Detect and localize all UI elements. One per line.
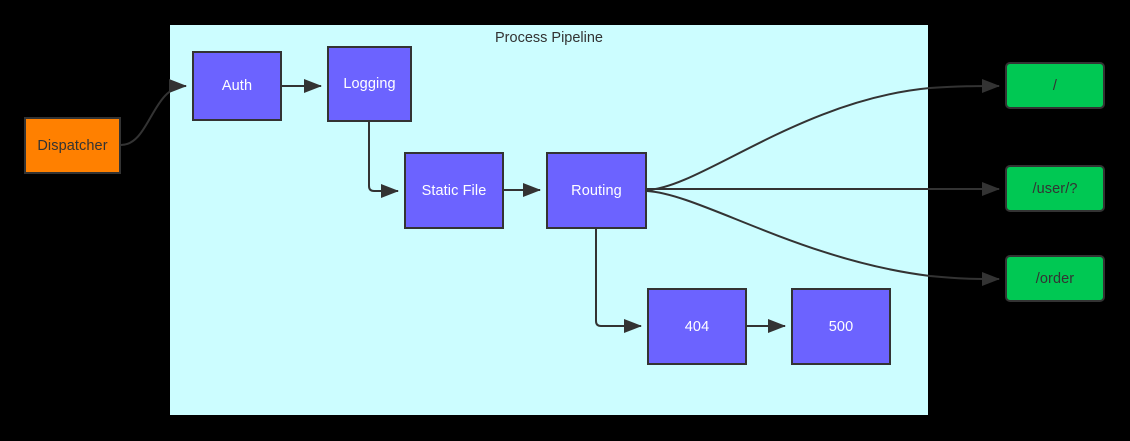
node-label: 404 xyxy=(684,318,710,335)
node-label: 500 xyxy=(828,318,854,335)
node-routing[interactable]: Routing xyxy=(546,152,647,229)
node-label: Auth xyxy=(221,78,253,94)
node-label: Routing xyxy=(571,182,622,199)
node-order[interactable]: /order xyxy=(1005,255,1105,302)
node-404[interactable]: 404 xyxy=(647,288,747,365)
node-user[interactable]: /user/? xyxy=(1005,165,1105,212)
node-dispatcher[interactable]: Dispatcher xyxy=(24,117,121,174)
node-static-file[interactable]: Static File xyxy=(404,152,504,229)
node-500[interactable]: 500 xyxy=(791,288,891,365)
node-label: Dispatcher xyxy=(37,137,108,154)
node-label: Static File xyxy=(421,182,487,199)
cluster-title: Process Pipeline xyxy=(495,30,603,46)
node-root[interactable]: / xyxy=(1005,62,1105,109)
node-label: /user/? xyxy=(1032,180,1078,197)
node-label: Logging xyxy=(343,76,396,92)
node-logging[interactable]: Logging xyxy=(327,46,412,122)
node-label: / xyxy=(1052,77,1058,94)
node-auth[interactable]: Auth xyxy=(192,51,282,121)
node-label: /order xyxy=(1035,270,1075,287)
